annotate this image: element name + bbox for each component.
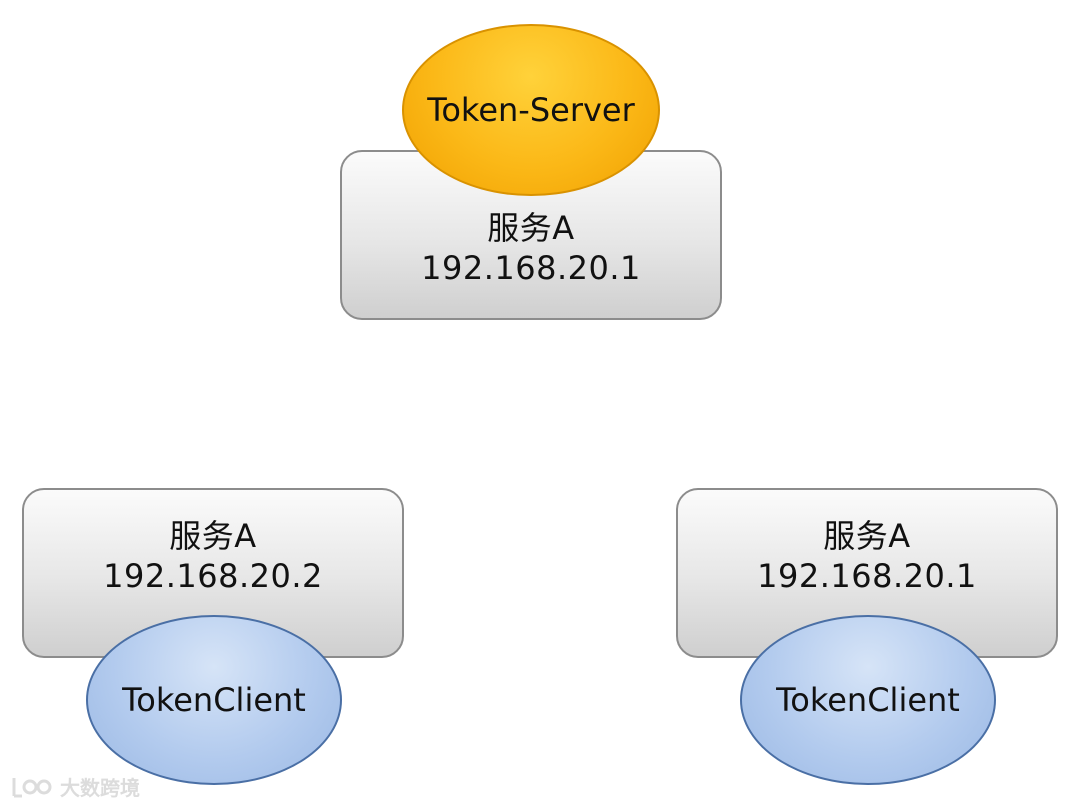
server-ip-address: 192.168.20.1 [421,249,641,287]
token-client-right-label: TokenClient [776,681,960,719]
client-right-service-name: 服务A [823,517,911,555]
watermark: 大数跨境 [10,772,140,801]
client-left-ip-address: 192.168.20.2 [103,557,323,595]
token-client-left-label: TokenClient [122,681,306,719]
client-left-service-name: 服务A [169,517,257,555]
client-right-ip-address: 192.168.20.1 [757,557,977,595]
token-client-left-ellipse: TokenClient [86,615,342,785]
watermark-text: 大数跨境 [60,776,140,800]
server-service-name: 服务A [487,209,575,247]
token-server-ellipse: Token-Server [402,24,660,196]
token-server-label: Token-Server [427,91,635,129]
token-client-right-ellipse: TokenClient [740,615,996,785]
brand-logo-icon [12,777,52,797]
